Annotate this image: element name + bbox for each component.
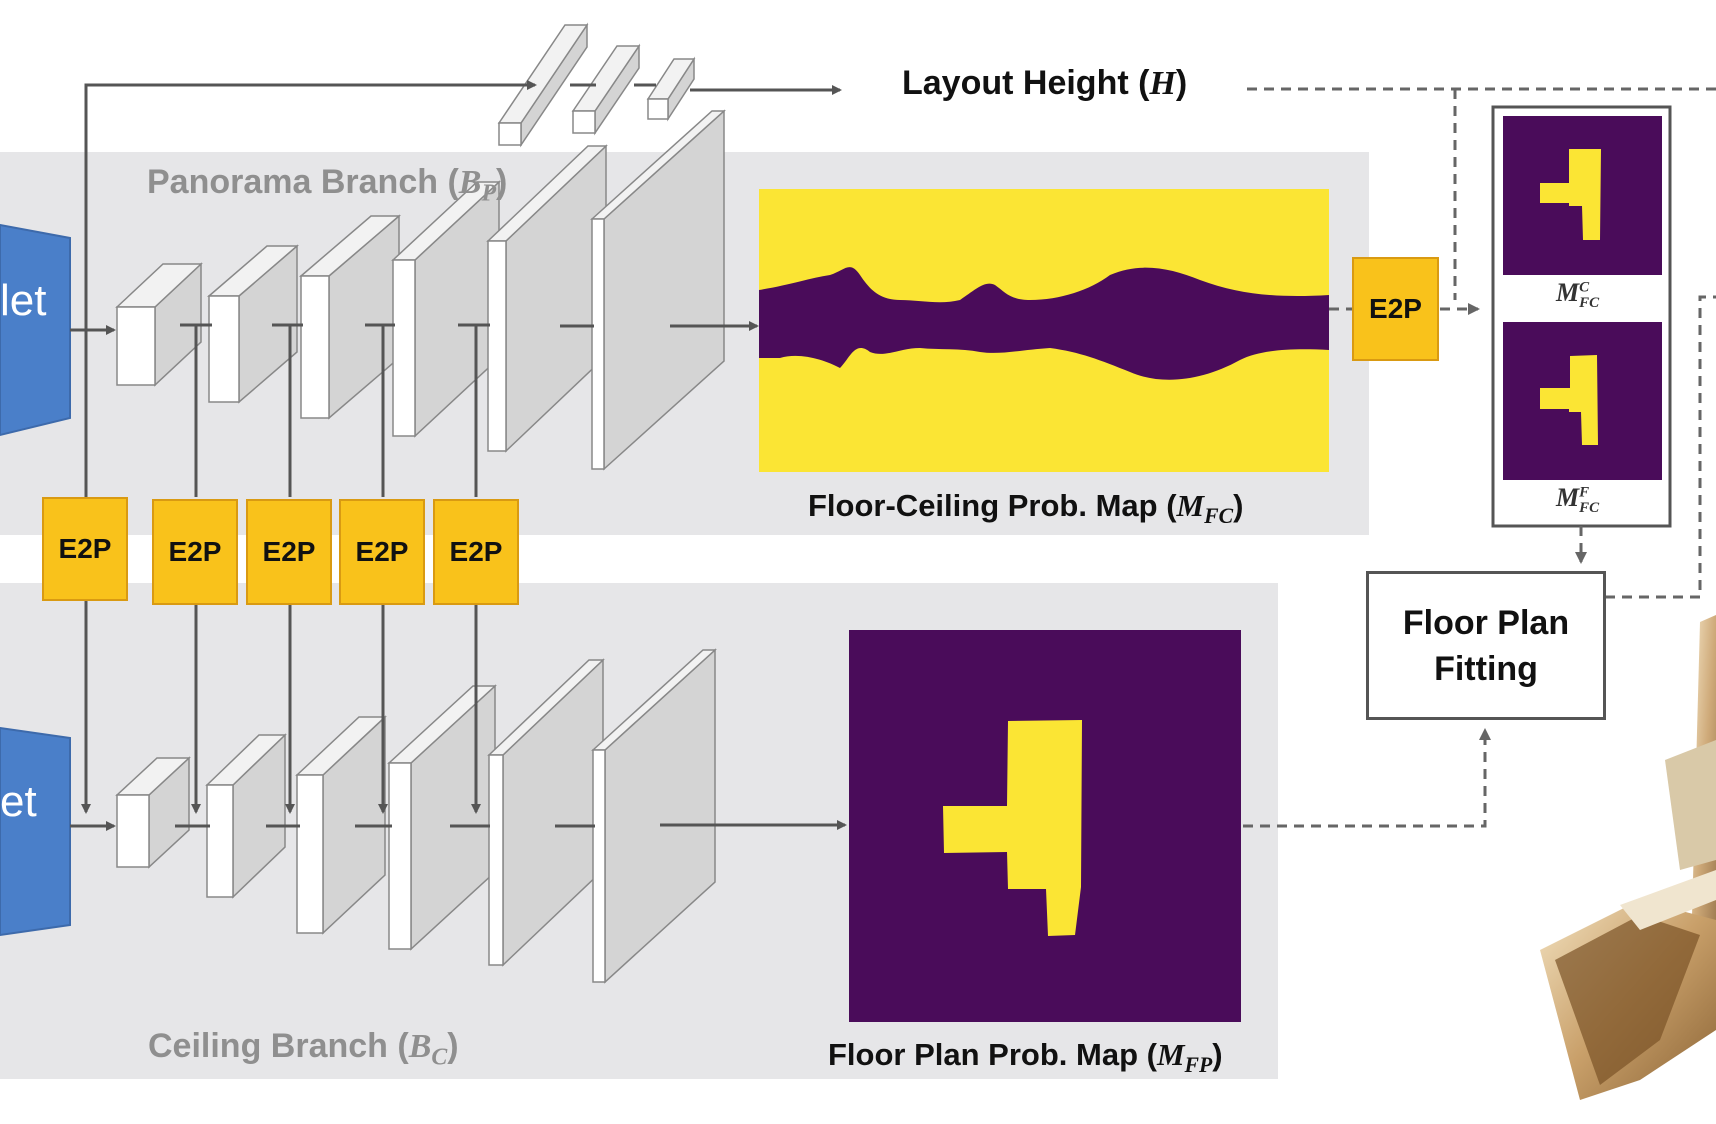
panorama-feature-blocks (115, 109, 726, 471)
dashed-connections (1243, 87, 1716, 828)
pano-block-2 (206, 244, 300, 404)
3d-room-render-icon (1540, 615, 1716, 1100)
ceil-block-4 (387, 684, 497, 951)
skip-to-height-arrow (84, 80, 537, 490)
height-block-3 (646, 56, 696, 122)
panorama-encoder-block (0, 223, 71, 437)
ceil-block-3 (295, 715, 387, 935)
pano-block-4 (391, 180, 501, 438)
ceil-block-6 (591, 648, 717, 984)
e2p-vertical-links (81, 325, 481, 814)
fitting-line-2: Fitting (1434, 649, 1538, 688)
e2p-block-1: E2P (152, 499, 238, 605)
e2p-block-3: E2P (339, 499, 425, 605)
floor-plan-map-caption: Floor Plan Prob. Map (MFP) (828, 1037, 1223, 1077)
pano-block-1 (115, 262, 203, 387)
ceil-block-2 (205, 733, 287, 899)
mini-map-floor (1503, 322, 1662, 480)
ceil-block-1 (115, 756, 191, 869)
ceil-block-5 (487, 658, 605, 967)
e2p-block-4: E2P (433, 499, 519, 605)
ceiling-encoder-label: et (0, 777, 37, 826)
layout-height-label: Layout Height (H) (902, 64, 1188, 102)
panorama-branch-title: Panorama Branch (BP) (147, 163, 508, 207)
floor-plan-fitting-box: Floor Plan Fitting (1366, 571, 1606, 720)
ceiling-branch-title: Ceiling Branch (BC) (148, 1027, 459, 1071)
e2p-block-0: E2P (42, 497, 128, 601)
mini-map-ceiling-caption: MCFC (1556, 278, 1600, 312)
panorama-encoder-label: let (0, 276, 47, 325)
floor-ceiling-map-caption: Floor-Ceiling Prob. Map (MFC) (808, 488, 1244, 528)
mini-map-ceiling (1503, 116, 1662, 275)
ceiling-encoder-block (0, 726, 71, 937)
floor-ceiling-map (759, 189, 1329, 472)
floor-plan-map (849, 630, 1241, 1022)
ceiling-feature-blocks (115, 648, 717, 984)
mini-map-floor-caption: MFFC (1556, 483, 1600, 517)
e2p-block-output: E2P (1352, 257, 1439, 361)
pano-block-6 (590, 109, 726, 471)
e2p-block-2: E2P (246, 499, 332, 605)
height-block-2 (571, 43, 641, 136)
height-block-1 (497, 22, 589, 148)
height-head-blocks (497, 22, 696, 148)
fitting-line-1: Floor Plan (1402, 603, 1570, 642)
